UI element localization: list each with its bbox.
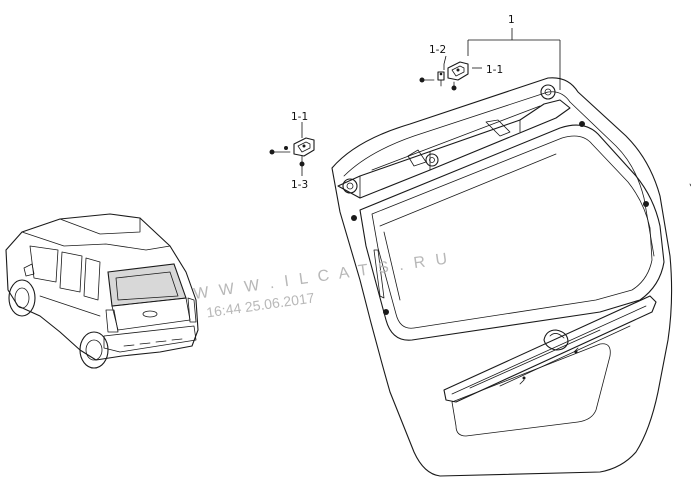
watermark: W W W . I L C A T S . R U 16:44 25.06.20… bbox=[193, 250, 452, 320]
callout-bolt: 1-2 bbox=[429, 44, 446, 56]
vehicle-thumbnail bbox=[5, 213, 199, 369]
callout-hinge-left: 1-1 bbox=[291, 111, 308, 123]
hinge-right-parts bbox=[419, 61, 469, 91]
leader-lines bbox=[301, 28, 561, 176]
callout-hinge-right: 1-1 bbox=[486, 64, 503, 76]
callout-assembly: 1 bbox=[508, 14, 515, 26]
callout-screw: 1-3 bbox=[291, 179, 308, 191]
watermark-site: W W W . I L C A T S . R U bbox=[193, 250, 452, 303]
hinge-left-parts bbox=[269, 137, 315, 167]
tailgate-assembly bbox=[331, 77, 691, 477]
